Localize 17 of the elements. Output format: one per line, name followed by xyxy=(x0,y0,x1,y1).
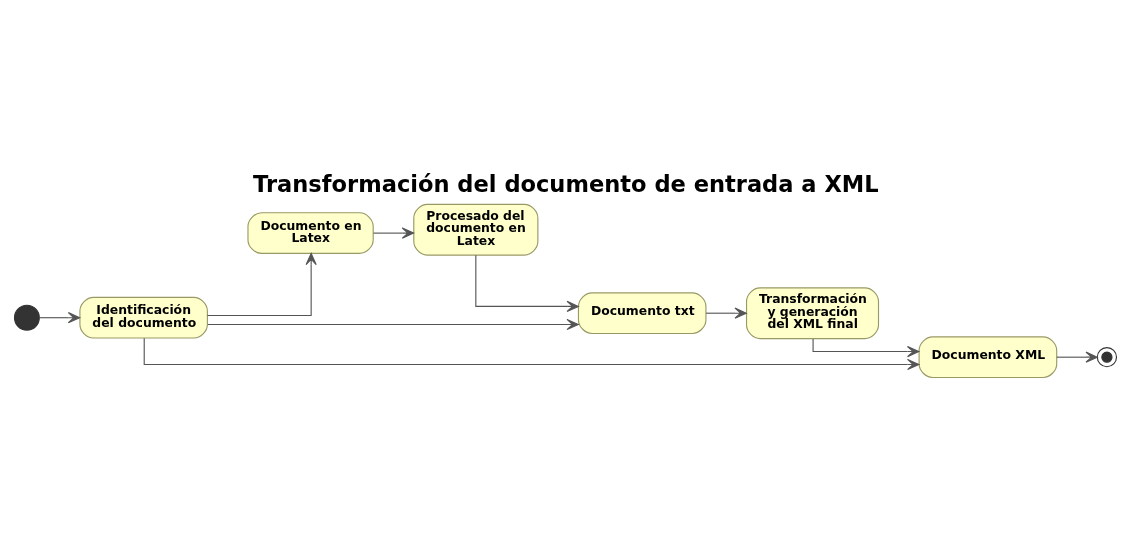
arrow xyxy=(143,337,920,371)
arrow xyxy=(38,312,81,324)
node-box: Documento en Latex xyxy=(247,212,374,254)
node-box: Identificación del documento xyxy=(79,296,208,339)
arrow xyxy=(206,252,317,316)
node-box: Transformación y generación del XML final xyxy=(745,287,880,340)
node-box: Procesado del documento en Latex xyxy=(413,203,539,256)
arrow xyxy=(207,318,579,331)
diagram-title: Transformación del documento de entrada a XML xyxy=(253,170,879,197)
arrow xyxy=(372,227,415,239)
node-box: Documento txt xyxy=(577,292,707,335)
arrow xyxy=(705,307,747,319)
arrow xyxy=(1056,351,1098,363)
node-circle xyxy=(13,304,40,331)
node-box: Documento XML xyxy=(918,336,1058,379)
node-circle xyxy=(1096,347,1118,368)
arrow xyxy=(475,254,579,313)
